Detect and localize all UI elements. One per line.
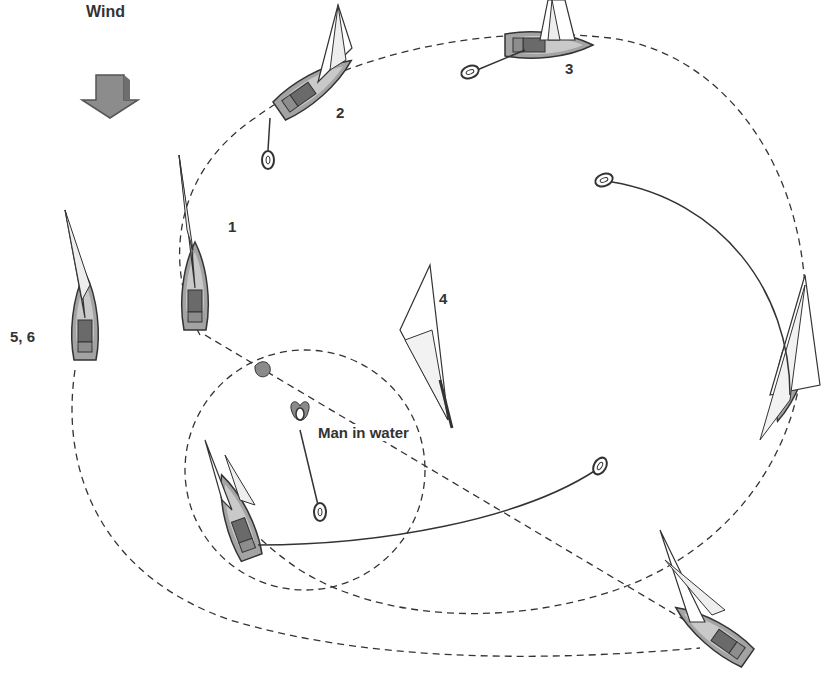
wind-label: Wind xyxy=(84,3,127,21)
callout-number: 4 xyxy=(437,290,449,307)
callout-number: 1 xyxy=(226,218,238,235)
man-in-water-label: Man in water xyxy=(316,424,411,441)
callout-number: 3 xyxy=(563,60,575,77)
callout-number: 2 xyxy=(334,104,346,121)
callout-number: 5, 6 xyxy=(8,328,37,345)
